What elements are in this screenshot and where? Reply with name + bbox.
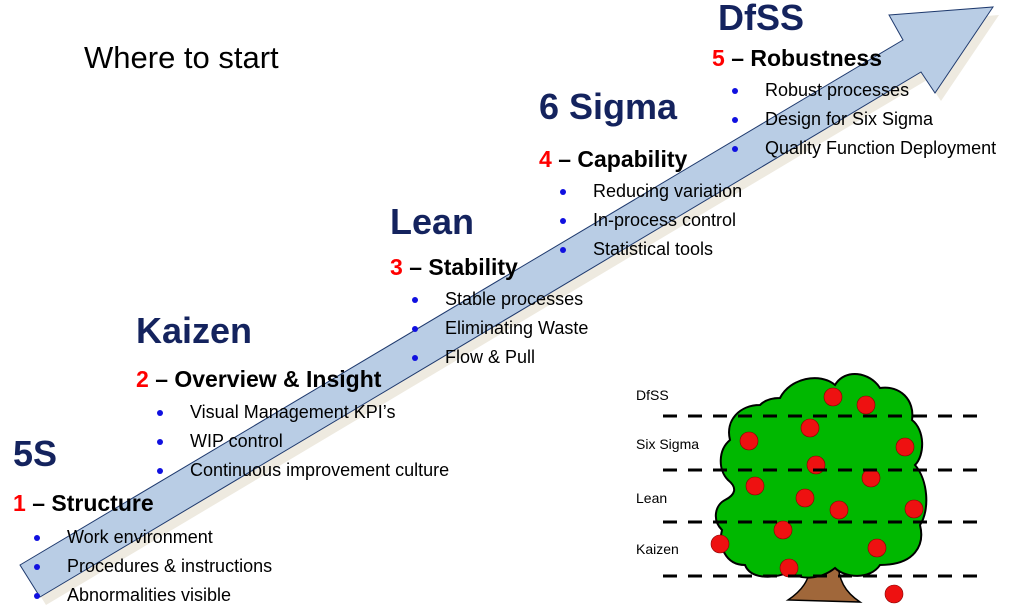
list-item: Reducing variation — [560, 177, 742, 206]
tree-level-dfss: DfSS — [636, 387, 669, 403]
slide-title: Where to start — [84, 40, 279, 75]
list-item: Continuous improvement culture — [157, 456, 449, 485]
list-item: WIP control — [157, 427, 449, 456]
stage-2-list: Visual Management KPI’s WIP control Cont… — [157, 398, 449, 485]
list-item: Visual Management KPI’s — [157, 398, 449, 427]
heading-text: – Overview & Insight — [155, 366, 382, 392]
list-item: Quality Function Deployment — [732, 134, 996, 163]
stage-name-dfss: DfSS — [718, 0, 805, 38]
stage-4-list: Reducing variation In-process control St… — [560, 177, 742, 264]
heading-text: – Robustness — [731, 45, 883, 71]
list-item: Stable processes — [412, 285, 588, 314]
list-item: Statistical tools — [560, 235, 742, 264]
stage-number: 2 — [136, 366, 149, 392]
list-item: Eliminating Waste — [412, 314, 588, 343]
stage-heading-structure: 1 – Structure — [13, 490, 154, 517]
heading-text: – Structure — [32, 490, 154, 516]
heading-text: – Stability — [409, 254, 518, 280]
tree-level-kaizen: Kaizen — [636, 541, 679, 557]
tree-foliage — [714, 373, 928, 579]
stage-number: 1 — [13, 490, 26, 516]
stage-heading-stability: 3 – Stability — [390, 254, 518, 281]
stage-number: 4 — [539, 146, 552, 172]
list-item: In-process control — [560, 206, 742, 235]
stage-name-6-sigma: 6 Sigma — [539, 86, 678, 127]
stage-name-lean: Lean — [390, 201, 475, 242]
stage-name-kaizen: Kaizen — [136, 310, 253, 351]
heading-text: – Capability — [558, 146, 688, 172]
tree-level-six-sigma: Six Sigma — [636, 436, 700, 452]
apples — [710, 387, 924, 604]
arrow-shape — [19, 6, 994, 598]
stage-5-list: Robust processes Design for Six Sigma Qu… — [732, 76, 996, 163]
stage-name-5s: 5S — [13, 433, 58, 474]
list-item: Abnormalities visible — [34, 581, 272, 610]
stage-heading-capability: 4 – Capability — [539, 146, 687, 173]
stage-heading-robustness: 5 – Robustness — [712, 45, 882, 72]
tree-level-lean: Lean — [636, 490, 668, 506]
stage-number: 5 — [712, 45, 725, 71]
stage-3-list: Stable processes Eliminating Waste Flow … — [412, 285, 588, 372]
list-item: Robust processes — [732, 76, 996, 105]
stage-1-list: Work environment Procedures & instructio… — [34, 523, 272, 610]
level-dividers — [663, 414, 982, 578]
list-item: Procedures & instructions — [34, 552, 272, 581]
list-item: Flow & Pull — [412, 343, 588, 372]
list-item: Design for Six Sigma — [732, 105, 996, 134]
stage-number: 3 — [390, 254, 403, 280]
stage-heading-overview: 2 – Overview & Insight — [136, 366, 381, 393]
list-item: Work environment — [34, 523, 272, 552]
